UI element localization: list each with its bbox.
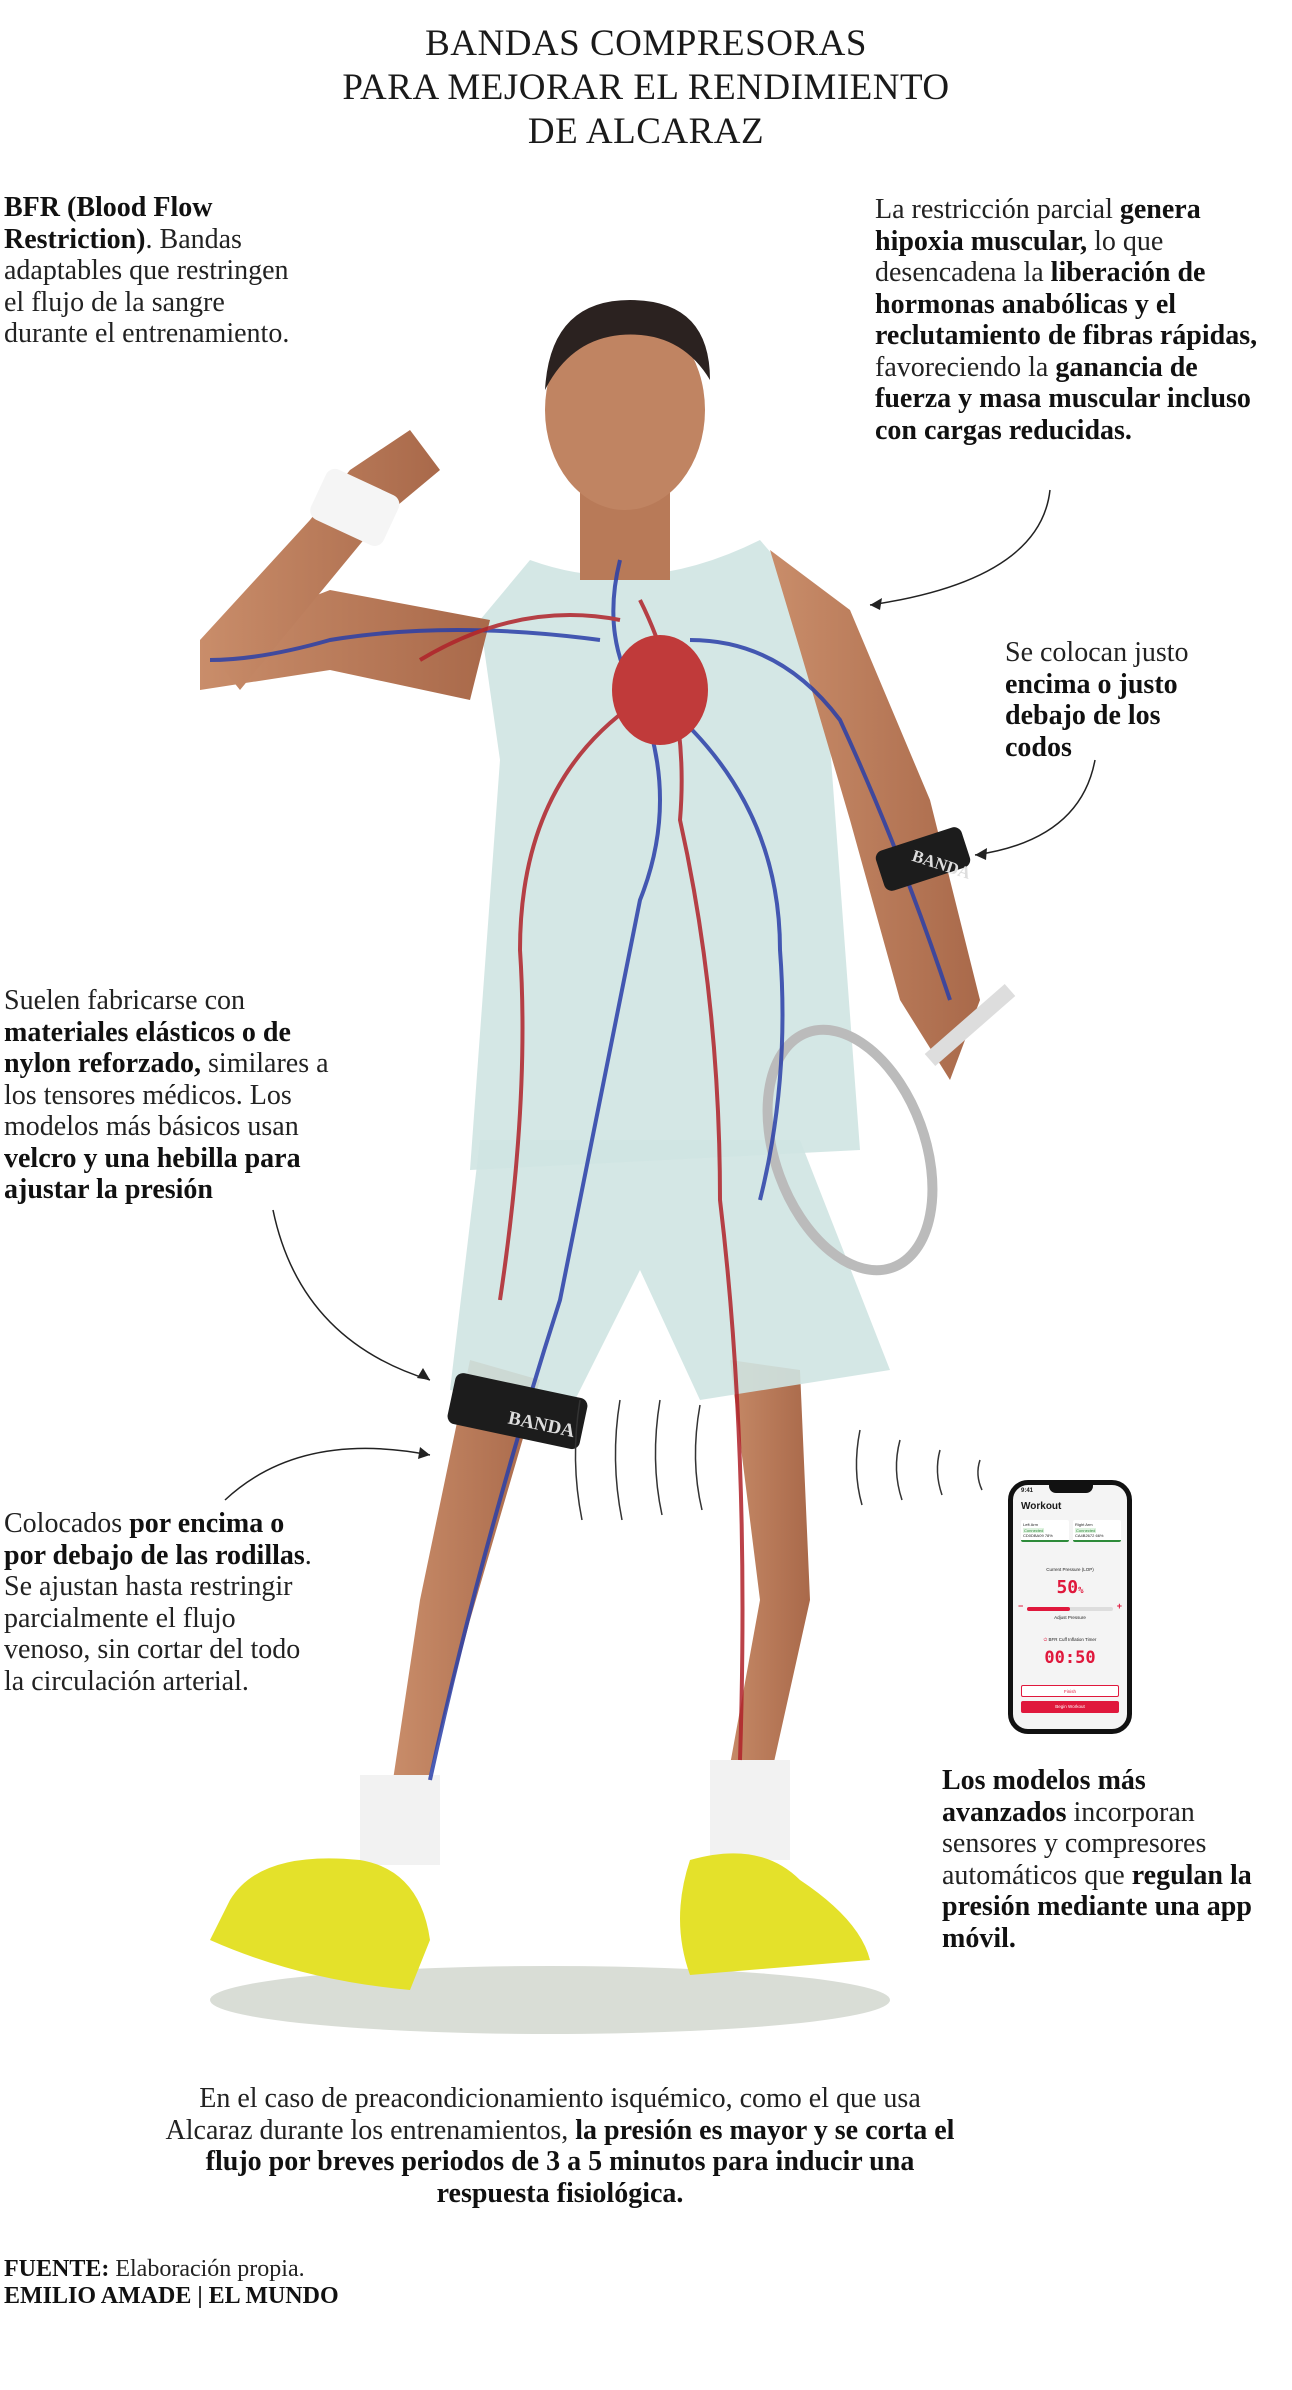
tennis-racket: [762, 1024, 938, 1276]
annotation-rodillas: Colocados por encima o por debajo de las…: [4, 1508, 324, 1697]
text: En el caso de preacondicionamiento isqué…: [165, 2083, 921, 2146]
card-battery: 78%: [1044, 1533, 1053, 1538]
right-leg: [720, 1360, 810, 1825]
shorts: [450, 1140, 890, 1410]
adjust-label: Adjust Pressure: [1054, 1615, 1086, 1620]
pointer-lines: [224, 489, 1096, 1501]
timer-value: 00:50: [1044, 1648, 1096, 1668]
annotation-hipoxia: La restricción parcial genera hipoxia mu…: [875, 194, 1265, 446]
status-time: 9:41: [1021, 1488, 1034, 1494]
pressure-unit: %: [1078, 1586, 1084, 1596]
left-arm-card[interactable]: Left Arm Connected CD0DBA09 78%: [1021, 1520, 1069, 1542]
source-label: FUENTE:: [4, 2256, 110, 2282]
card-name: Right Arm: [1075, 1522, 1093, 1527]
title-line: PARA MEJORAR EL RENDIMIENTO: [342, 67, 950, 108]
timer-label-text: BFR Cuff Inflation Timer: [1048, 1637, 1097, 1642]
left-shoe: [210, 1858, 430, 1990]
text: Suelen fabricarse con: [4, 985, 245, 1016]
card-status: Connected: [1075, 1528, 1097, 1533]
wristband: [310, 468, 400, 546]
source-credit: FUENTE: Elaboración propia. EMILIO AMADE…: [4, 2256, 604, 2310]
text-bold: velcro y una hebilla para ajustar la pre…: [4, 1142, 301, 1206]
head: [545, 310, 705, 510]
hair: [545, 300, 710, 390]
pressure-readout: 50%: [1013, 1577, 1127, 1598]
text: La restricción parcial: [875, 194, 1120, 225]
text-bold: genera hipoxia muscular,: [875, 194, 1201, 257]
title-line: BANDAS COMPRESORAS: [425, 23, 867, 64]
left-sock: [360, 1775, 440, 1865]
text-bold: la presión es mayor y se corta el flujo …: [205, 2114, 955, 2209]
timer-icon: ⏻: [1043, 1637, 1048, 1642]
author-credit: EMILIO AMADE | EL MUNDO: [4, 2283, 339, 2309]
right-arm: [770, 550, 980, 1080]
bfr-heading: BFR (Blood Flow Restriction): [4, 192, 213, 255]
source-text: Elaboración propia.: [109, 2256, 305, 2282]
card-battery: 66%: [1095, 1533, 1104, 1538]
left-leg: [390, 1360, 540, 1810]
text-bold: por encima o por debajo de las rodillas: [4, 1508, 305, 1571]
annotation-isquemico: En el caso de preacondicionamiento isqué…: [160, 2083, 960, 2209]
text-bold: Los modelos más avanzados: [942, 1765, 1146, 1828]
begin-workout-button[interactable]: Begin Workout: [1021, 1701, 1119, 1713]
text-bold: liberación de hormonas anabólicas y el r…: [875, 257, 1258, 351]
phone-notch: [1049, 1485, 1093, 1493]
pressure-label: Current Pressure (LOP): [1046, 1567, 1094, 1572]
knee-band: BANDA: [447, 1373, 588, 1450]
infographic-title: BANDAS COMPRESORAS PARA MEJORAR EL RENDI…: [0, 22, 1292, 154]
text: similares a los tensores médicos. Los mo…: [4, 1048, 329, 1142]
increase-pressure-button[interactable]: +: [1116, 1601, 1122, 1611]
right-shoe: [680, 1853, 870, 1975]
text: Colocados: [4, 1508, 130, 1539]
decrease-pressure-button[interactable]: −: [1018, 1601, 1024, 1611]
shirt: [470, 540, 860, 1170]
finish-button[interactable]: Finish: [1021, 1685, 1119, 1697]
arrowheads: [417, 598, 987, 1459]
annotation-bfr: BFR (Blood Flow Restriction). Bandas ada…: [4, 192, 304, 350]
card-id: CA4B2672: [1075, 1533, 1095, 1538]
annotation-avanzados: Los modelos más avanzados incorporan sen…: [942, 1765, 1272, 1954]
annotation-codos: Se colocan justo encima o justo debajo d…: [1005, 637, 1220, 763]
text: incorporan sensores y compresores automá…: [942, 1796, 1207, 1891]
text: Se colocan justo: [1005, 637, 1189, 668]
racket-handle: [924, 983, 1016, 1067]
title-line: DE ALCARAZ: [527, 111, 765, 152]
heart: [612, 635, 708, 745]
text-bold: encima o justo debajo de los codos: [1005, 668, 1178, 763]
wireless-signal-icon: [574, 1399, 983, 1521]
bfr-text: . Bandas adaptables que restringen el fl…: [4, 223, 290, 350]
right-arm-card[interactable]: Right Arm Connected CA4B2672 66%: [1073, 1520, 1121, 1542]
text-bold: regulan la presión mediante una app móvi…: [942, 1859, 1252, 1954]
phone-app-mockup: 9:41 Workout Left Arm Connected CD0DBA09…: [1008, 1480, 1132, 1734]
pressure-slider[interactable]: [1027, 1607, 1113, 1611]
text: lo que desencadena la: [875, 225, 1164, 289]
text-bold: materiales elásticos o de nylon reforzad…: [4, 1016, 291, 1080]
timer-label: ⏻ BFR Cuff Inflation Timer: [1013, 1637, 1127, 1642]
pressure-slider-fill: [1027, 1607, 1070, 1611]
right-sock: [710, 1760, 790, 1860]
text-bold: ganancia de fuerza y masa muscular inclu…: [875, 351, 1251, 446]
card-status: Connected: [1023, 1528, 1045, 1533]
text: favoreciendo la: [875, 351, 1056, 383]
card-name: Left Arm: [1023, 1522, 1038, 1527]
card-id: CD0DBA09: [1023, 1533, 1044, 1538]
text: . Se ajustan hasta restringir parcialmen…: [4, 1539, 312, 1697]
annotation-materiales: Suelen fabricarse con materiales elástic…: [4, 985, 364, 1206]
app-title: Workout: [1021, 1501, 1062, 1512]
pressure-value: 50: [1056, 1577, 1079, 1598]
floor-shadow: [210, 1966, 890, 2034]
